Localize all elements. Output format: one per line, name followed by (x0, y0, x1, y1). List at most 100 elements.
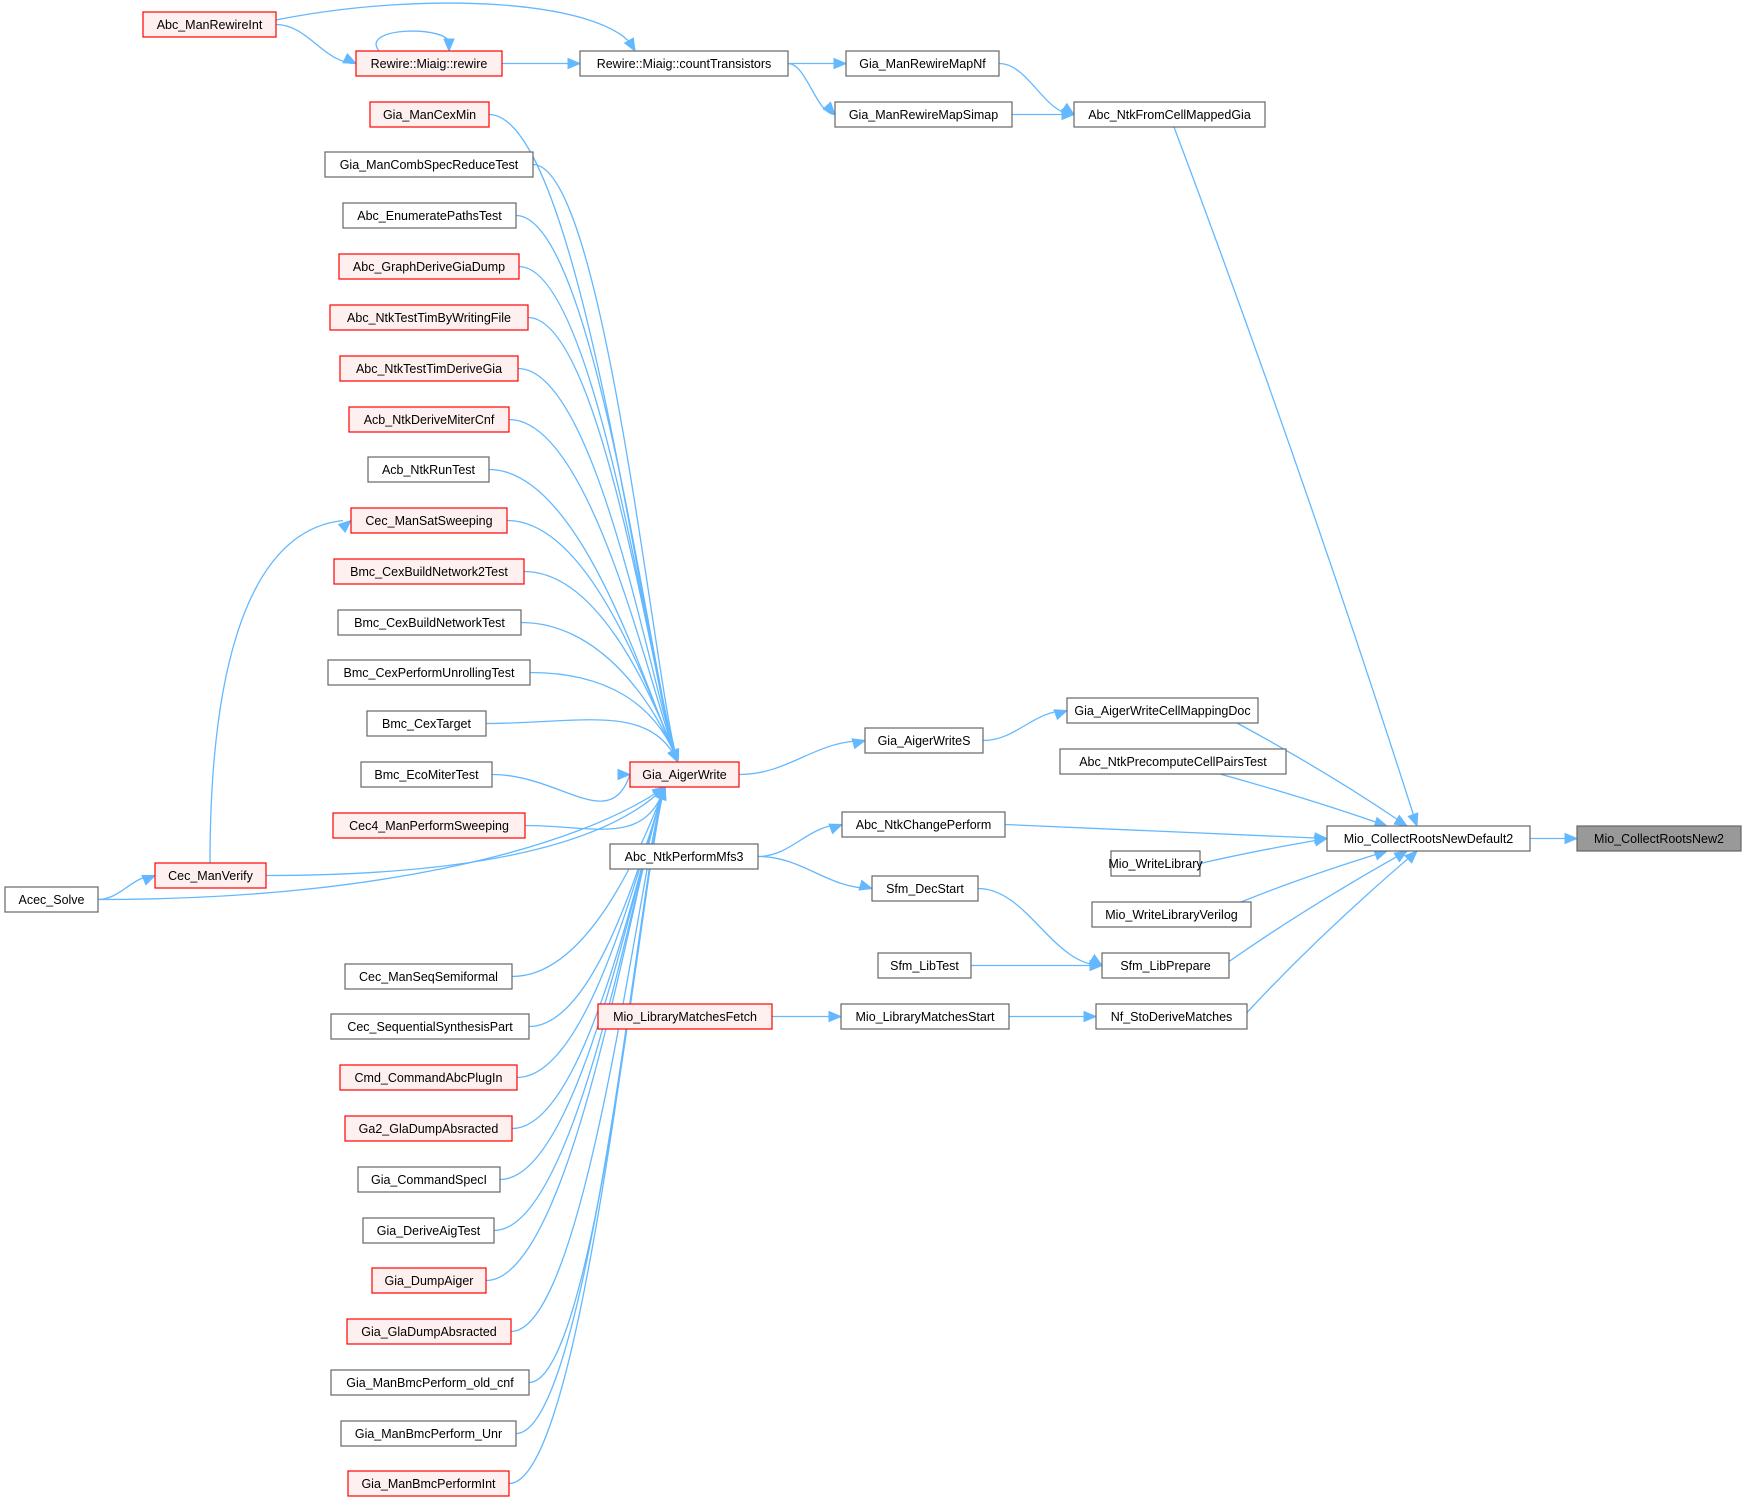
node-abc-manrewireint[interactable]: Abc_ManRewireInt (142, 11, 277, 38)
arrowhead-icon (443, 38, 455, 53)
node-box (339, 1064, 518, 1091)
node-mio-writelibrary[interactable]: Mio_WriteLibrary (1108, 850, 1203, 877)
edge-precompute-to-def2 (1219, 773, 1389, 828)
edge-line (977, 887, 1103, 967)
node-bmc-cexbuildnetworktest[interactable]: Bmc_CexBuildNetworkTest (337, 609, 522, 636)
node-gia-manbmcperformint[interactable]: Gia_ManBmcPerformInt (347, 1470, 510, 1497)
node-abc-enumeratepathstest[interactable]: Abc_EnumeratePathsTest (342, 202, 517, 229)
node-box (1576, 825, 1742, 852)
edge-def2-to-root (1529, 832, 1579, 845)
node-label: Gia_AigerWrite (642, 768, 727, 782)
node-label: Cmd_CommandAbcPlugIn (355, 1071, 503, 1085)
arrowhead-icon (833, 57, 848, 70)
node-abc-ntkperformmfs3[interactable]: Abc_NtkPerformMfs3 (609, 843, 759, 870)
arrowhead-icon (1083, 1010, 1098, 1023)
node-abc-graphderivegiadump[interactable]: Abc_GraphDeriveGiaDump (338, 253, 520, 280)
node-cec-manverify[interactable]: Cec_ManVerify (154, 862, 267, 889)
edge-line (1236, 722, 1408, 827)
edge-line (491, 773, 631, 802)
node-cec-manseqsemiformal[interactable]: Cec_ManSeqSemiformal (344, 963, 513, 990)
node-ga2-gladumpabsracted[interactable]: Ga2_GlaDumpAbsracted (344, 1115, 513, 1142)
node-nf-stoderivematches[interactable]: Nf_StoDeriveMatches (1095, 1003, 1248, 1030)
edge-libtest-to-libprepare (971, 959, 1104, 972)
node-sfm-libtest[interactable]: Sfm_LibTest (877, 952, 972, 979)
node-gia-aigerwrite[interactable]: Gia_AigerWrite (629, 761, 740, 788)
arrowhead-icon (1403, 850, 1418, 864)
edge-line (508, 786, 666, 1485)
edge-line (515, 786, 666, 1435)
node-bmc-ecomitertest[interactable]: Bmc_EcoMiterTest (360, 761, 493, 788)
node-gia-manbmcperform-old-cnf[interactable]: Gia_ManBmcPerform_old_cnf (330, 1369, 530, 1396)
node-label: Gia_ManCexMin (383, 108, 476, 122)
node-abc-ntkprecomputecellpairstest[interactable]: Abc_NtkPrecomputeCellPairsTest (1059, 748, 1287, 775)
edge-cecverify-to-satsweep (209, 519, 352, 864)
node-gia-mancombspecreducetest[interactable]: Gia_ManCombSpecReduceTest (324, 151, 534, 178)
node-rewire-miaig-rewire[interactable]: Rewire::Miaig::rewire (355, 50, 503, 77)
node-gia-commandspeci[interactable]: Gia_CommandSpecI (357, 1166, 501, 1193)
edge-counttr-to-mapnf (788, 57, 848, 70)
node-abc-ntktesttimbywritingfile[interactable]: Abc_NtkTestTimByWritingFile (329, 304, 529, 331)
edge-rewireint-to-rewire (275, 23, 358, 65)
node-gia-mancexmin[interactable]: Gia_ManCexMin (369, 101, 490, 128)
arrowhead-icon (1393, 850, 1409, 863)
node-box (344, 963, 513, 990)
node-gia-deriveaigtest[interactable]: Gia_DeriveAigTest (362, 1217, 495, 1244)
node-sfm-decstart[interactable]: Sfm_DecStart (871, 875, 979, 902)
edge-rewire-to-counttr (502, 57, 582, 70)
node-box (329, 304, 529, 331)
edge-line (511, 786, 666, 978)
node-box (871, 875, 979, 902)
node-gia-manrewiremapnf[interactable]: Gia_ManRewireMapNf (845, 50, 1000, 77)
edge-line (532, 163, 679, 763)
node-box (841, 811, 1006, 838)
edge-line (527, 316, 679, 763)
edge-line (275, 23, 357, 65)
edge-line (520, 621, 679, 763)
edge-line (485, 719, 679, 763)
edge-perfmfs3-to-decstart (757, 855, 874, 891)
node-cec-sequentialsynthesispart[interactable]: Cec_SequentialSynthesisPart (330, 1013, 530, 1040)
node-mio-collectrootsnewdefault2[interactable]: Mio_CollectRootsNewDefault2 (1326, 825, 1531, 852)
edge-mapsimap-to-ntkfromcell (1011, 108, 1076, 121)
node-label: Gia_DeriveAigTest (377, 1224, 481, 1238)
node-mio-librarymatchesfetch[interactable]: Mio_LibraryMatchesFetch (597, 1003, 773, 1030)
node-abc-ntktesttimderivegia[interactable]: Abc_NtkTestTimDeriveGia (339, 355, 519, 382)
edge-libprepare-to-def2 (1228, 850, 1409, 963)
node-box (864, 727, 984, 754)
node-gia-aigerwritecellmappingdoc[interactable]: Gia_AigerWriteCellMappingDoc (1066, 697, 1259, 724)
node-acec-solve[interactable]: Acec_Solve (4, 886, 99, 913)
node-acb-ntkderivemitercnf[interactable]: Acb_NtkDeriveMiterCnf (348, 406, 510, 433)
node-cec-mansatsweeping[interactable]: Cec_ManSatSweeping (350, 507, 508, 534)
node-box (344, 1115, 513, 1142)
node-bmc-cexbuildnetwork2test[interactable]: Bmc_CexBuildNetwork2Test (333, 558, 525, 585)
node-bmc-cexperformunrollingtest[interactable]: Bmc_CexPerformUnrollingTest (327, 659, 531, 686)
edge-ntkfromcell-to-def2 (1173, 126, 1419, 828)
node-gia-gladumpabsracted[interactable]: Gia_GlaDumpAbsracted (346, 1318, 512, 1345)
node-cmd-commandabcplugin[interactable]: Cmd_CommandAbcPlugIn (339, 1064, 518, 1091)
node-box (1101, 952, 1230, 979)
node-mio-writelibraryverilog[interactable]: Mio_WriteLibraryVerilog (1091, 901, 1252, 928)
node-gia-manrewiremapsimap[interactable]: Gia_ManRewireMapSimap (834, 101, 1013, 128)
node-abc-ntkchangeperform[interactable]: Abc_NtkChangePerform (841, 811, 1006, 838)
node-gia-manbmcperform-unr[interactable]: Gia_ManBmcPerform_Unr (340, 1420, 517, 1447)
node-cec4-manperformsweeping[interactable]: Cec4_ManPerformSweeping (332, 812, 526, 839)
node-mio-librarymatchesstart[interactable]: Mio_LibraryMatchesStart (840, 1003, 1010, 1030)
node-abc-ntkfromcellmappedgia[interactable]: Abc_NtkFromCellMappedGia (1073, 101, 1266, 128)
node-label: Sfm_LibTest (890, 959, 959, 973)
node-gia-aigerwrites[interactable]: Gia_AigerWriteS (864, 727, 984, 754)
edge-aigerwrites-to-cellmapdoc (982, 709, 1069, 742)
edge-rewireint-to-counttr (275, 2, 636, 53)
edge-enumpaths-to-aigerwrite (515, 214, 679, 764)
node-rewire-miaig-counttransistors[interactable]: Rewire::Miaig::countTransistors (579, 50, 789, 77)
node-label: Bmc_CexTarget (382, 717, 471, 731)
node-box (1095, 1003, 1248, 1030)
node-label: Gia_ManBmcPerformInt (361, 1477, 496, 1491)
node-mio-collectrootsnew2[interactable]: Mio_CollectRootsNew2 (1576, 825, 1742, 852)
node-gia-dumpaiger[interactable]: Gia_DumpAiger (371, 1267, 487, 1294)
node-box (333, 558, 525, 585)
node-box (348, 406, 510, 433)
node-bmc-cextarget[interactable]: Bmc_CexTarget (366, 710, 487, 737)
node-acb-ntkruntest[interactable]: Acb_NtkRunTest (367, 456, 490, 483)
node-sfm-libprepare[interactable]: Sfm_LibPrepare (1101, 952, 1230, 979)
